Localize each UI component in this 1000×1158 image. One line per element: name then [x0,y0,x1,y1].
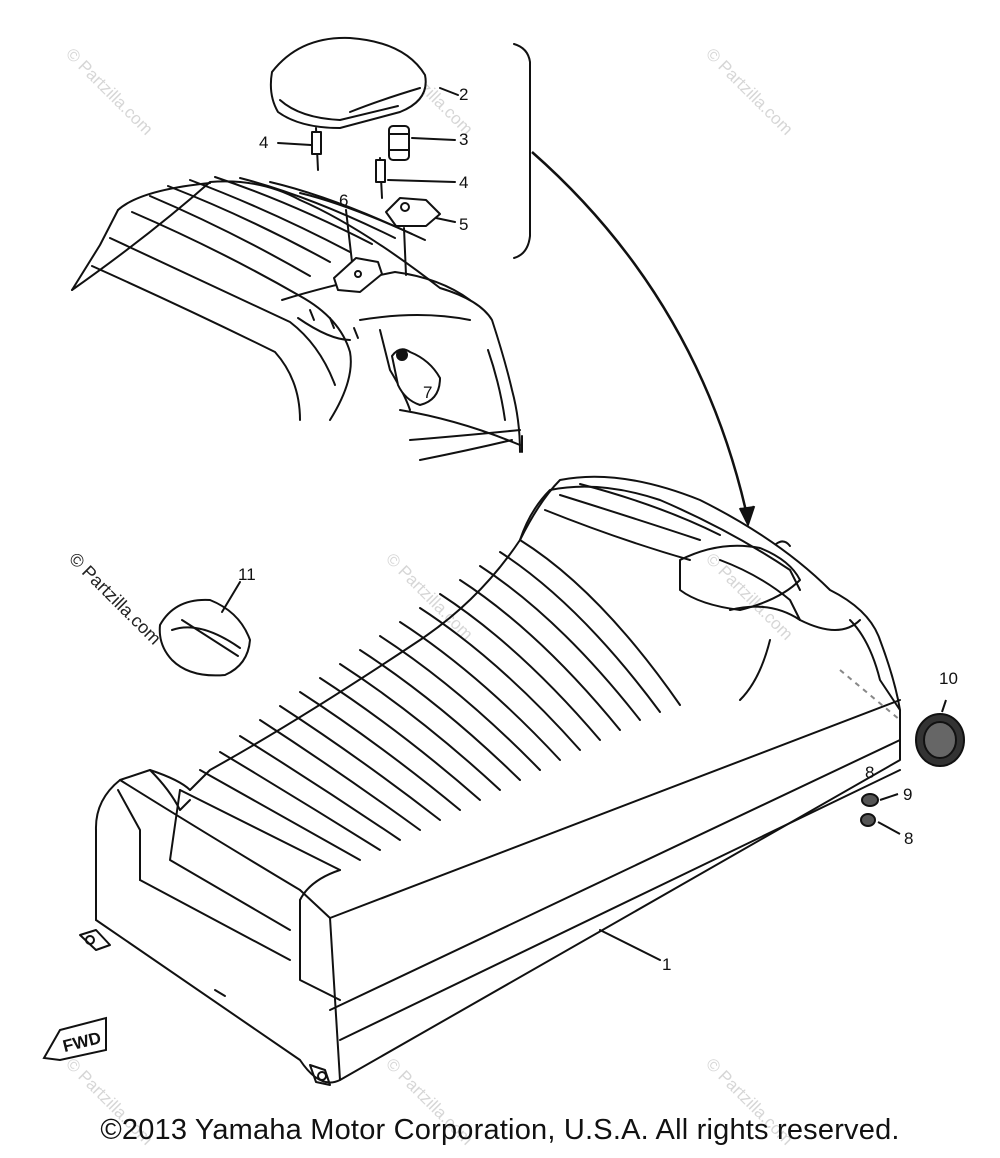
callout-4-left: 4 [259,133,268,152]
callout-9: 9 [903,785,912,804]
watermark: © Partzilla.com [702,44,796,138]
detail-view [71,36,531,461]
part-11-pouch [158,581,252,677]
fwd-arrow: FWD [42,1016,107,1062]
handle-pad [269,36,427,129]
watermark: © Partzilla.com [62,44,156,138]
callout-1: 1 [662,955,671,974]
callout-8-small: 8 [865,763,874,782]
copyright-notice: ©2013 Yamaha Motor Corporation, U.S.A. A… [100,1114,900,1146]
callout-7: 7 [423,383,432,402]
seat-assembly [79,475,901,1086]
fasteners-8-9 [860,793,901,835]
part-10-emblem [839,669,965,767]
watermark: © Partzilla.com [702,549,796,643]
callout-4-right: 4 [459,173,468,192]
callout-6: 6 [339,191,348,210]
watermark: © Partzilla.com [382,549,476,643]
callout-11: 11 [238,565,256,584]
reference-arrow [531,151,756,528]
callout-3: 3 [459,130,468,149]
callout-2: 2 [459,85,468,104]
callouts: 2 3 4 4 5 6 7 11 10 8 9 8 1 [238,85,958,974]
seat-rear-detail [71,176,521,461]
callout-8: 8 [904,829,913,848]
callout-10: 10 [939,669,958,688]
callout-5: 5 [459,215,468,234]
watermark-prominent: © Partzilla.com [65,549,165,649]
